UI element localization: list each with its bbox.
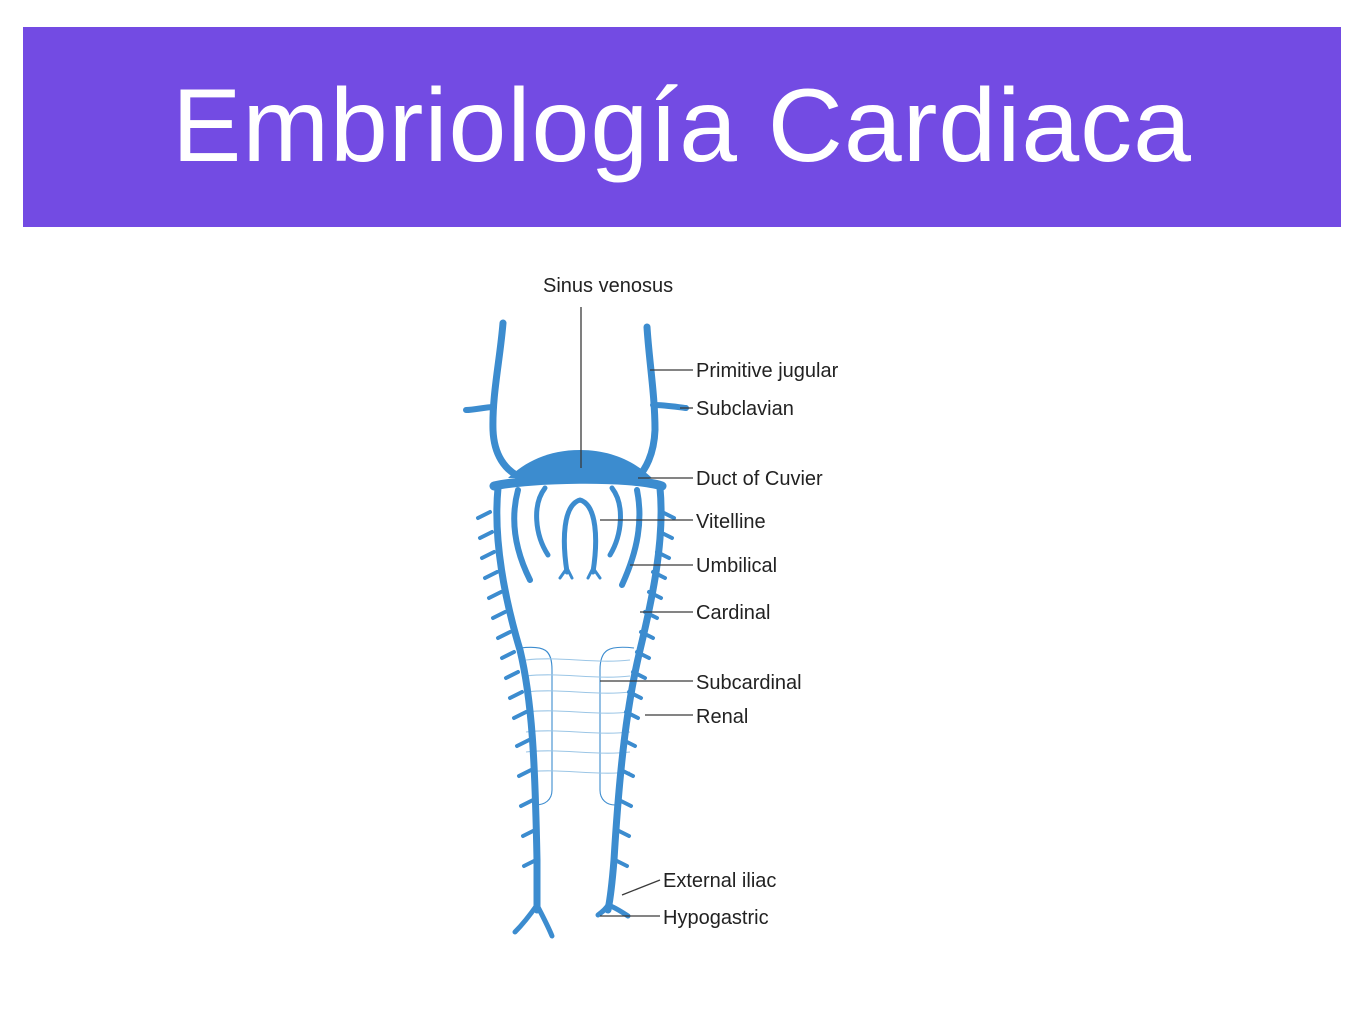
vitelline-fork-left bbox=[558, 566, 574, 580]
subcardinal-anastomosis bbox=[525, 750, 631, 754]
intersegmental-branch bbox=[476, 510, 492, 520]
label-duct-of-cuvier: Duct of Cuvier bbox=[696, 468, 823, 490]
label-external-iliac: External iliac bbox=[663, 870, 776, 892]
right-umbilical bbox=[619, 487, 643, 588]
subcardinal-anastomosis bbox=[525, 730, 631, 734]
label-umbilical: Umbilical bbox=[696, 555, 777, 577]
subcardinal-vessel bbox=[519, 646, 553, 806]
right-hypogastric bbox=[595, 902, 611, 918]
subcardinal-anastomosis bbox=[525, 690, 631, 694]
subcardinal-anastomosis bbox=[525, 674, 631, 678]
intersegmental-branch bbox=[627, 690, 643, 700]
label-hypogastric: Hypogastric bbox=[663, 907, 769, 929]
intersegmental-branch bbox=[483, 570, 499, 580]
intersegmental-branch bbox=[517, 768, 533, 778]
left-hypogastric bbox=[534, 902, 555, 939]
label-leaders bbox=[600, 369, 693, 917]
intersegmental-branch bbox=[615, 828, 631, 838]
label-vitelline: Vitelline bbox=[696, 511, 766, 533]
intersegmental-branch bbox=[522, 858, 538, 868]
right-primitive-jugular bbox=[634, 323, 659, 481]
intersegmental-branch bbox=[655, 550, 671, 560]
intersegmental-branch bbox=[617, 798, 633, 808]
intersegmental-branch bbox=[487, 590, 503, 600]
vein-structures bbox=[463, 319, 689, 939]
intersegmental-branch bbox=[631, 670, 647, 680]
left-vitelline bbox=[534, 485, 551, 558]
intersegmental-branch bbox=[491, 610, 507, 620]
subcardinal-anastomosis bbox=[525, 710, 631, 714]
label-cardinal: Cardinal bbox=[696, 602, 770, 624]
intersegmental-branch bbox=[658, 530, 674, 540]
sinus-venosus-shape bbox=[508, 450, 652, 478]
intersegmental-branch bbox=[508, 690, 524, 700]
intersegmental-branch bbox=[480, 550, 496, 560]
intersegmental-branch bbox=[651, 570, 667, 580]
right-cardinal bbox=[604, 484, 665, 914]
label-renal: Renal bbox=[696, 706, 748, 728]
title-banner: Embriología Cardiaca bbox=[23, 27, 1341, 227]
intersegmental-branch bbox=[521, 828, 537, 838]
left-umbilical bbox=[511, 487, 533, 583]
subcardinal-anastomosis bbox=[525, 770, 631, 774]
intersegmental-branches bbox=[476, 510, 676, 868]
intersegmental-branch bbox=[624, 710, 640, 720]
intersegmental-branch bbox=[639, 630, 655, 640]
intersegmental-branch bbox=[621, 738, 637, 748]
duct-of-cuvier bbox=[489, 474, 667, 491]
subcardinal-anastomosis bbox=[525, 658, 631, 662]
external-iliac-leader bbox=[621, 879, 661, 896]
intersegmental-branch bbox=[504, 670, 520, 680]
label-primitive-jugular: Primitive jugular bbox=[696, 360, 839, 382]
left-subclavian bbox=[463, 404, 497, 413]
intersegmental-branch bbox=[496, 630, 512, 640]
right-vitelline bbox=[607, 485, 623, 558]
intersegmental-branch bbox=[660, 510, 676, 520]
label-subclavian: Subclavian bbox=[696, 398, 794, 420]
intersegmental-branch bbox=[515, 738, 531, 748]
slide-title: Embriología Cardiaca bbox=[171, 67, 1193, 184]
left-cardinal bbox=[493, 484, 541, 914]
subcardinal-vessel bbox=[599, 646, 635, 806]
intersegmental-branch bbox=[643, 610, 659, 620]
intersegmental-branch bbox=[647, 590, 663, 600]
intersegmental-branch bbox=[635, 650, 651, 660]
intersegmental-branch bbox=[519, 798, 535, 808]
central-vitelline-loop bbox=[561, 497, 599, 575]
intersegmental-branch bbox=[512, 710, 528, 720]
intersegmental-branch bbox=[500, 650, 516, 660]
intersegmental-branch bbox=[478, 530, 494, 540]
vitelline-fork-right bbox=[586, 566, 602, 580]
label-sinus-venosus: Sinus venosus bbox=[543, 275, 673, 297]
left-external-iliac bbox=[512, 902, 540, 935]
subcardinal-network bbox=[519, 646, 635, 806]
intersegmental-branch bbox=[613, 858, 629, 868]
intersegmental-branch bbox=[619, 768, 635, 778]
left-primitive-jugular bbox=[489, 319, 524, 481]
label-subcardinal: Subcardinal bbox=[696, 672, 802, 694]
